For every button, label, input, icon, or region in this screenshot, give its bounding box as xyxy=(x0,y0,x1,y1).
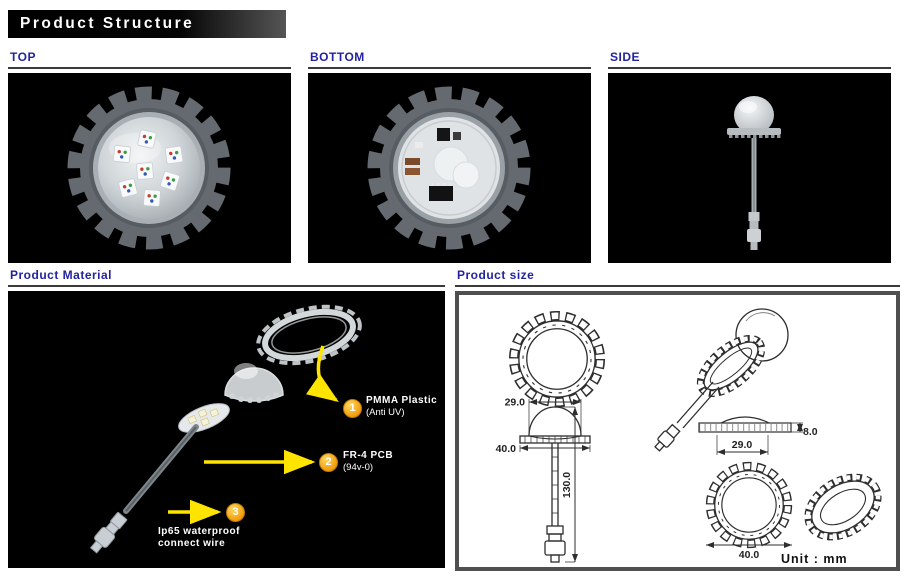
callout-number-1: 1 xyxy=(349,402,356,414)
module-front-drawing xyxy=(519,406,591,563)
part-wire-core xyxy=(125,426,197,512)
dimension-lines xyxy=(519,399,803,563)
top-view-render xyxy=(67,86,231,250)
material-panel: 1 2 3 PMMA Plastic (Anti UV) FR-4 PCB (9… xyxy=(8,291,445,568)
top-view-divider xyxy=(8,67,291,69)
gear-front-drawing-2 xyxy=(710,466,788,544)
dim-side-width: 29.0 xyxy=(732,439,753,451)
material-divider xyxy=(8,285,445,287)
dim-height: 130.0 xyxy=(561,472,573,498)
callout-number-3: 3 xyxy=(232,506,239,518)
callout-badge-3: 3 xyxy=(226,503,245,522)
side-view-section: SIDE xyxy=(608,50,891,263)
dimension-drawing: 29.0 40.0 130.0 8.0 29.0 40.0 Unit : mm xyxy=(496,308,882,567)
callout-1-line1: PMMA Plastic xyxy=(366,395,438,406)
callout-1-line2: (Anti UV) xyxy=(366,407,405,418)
page-title: Product Structure xyxy=(20,15,195,32)
side-view-render xyxy=(727,96,781,250)
material-section: Product Material xyxy=(8,268,445,568)
side-view-divider xyxy=(608,67,891,69)
flange-teeth xyxy=(729,135,781,138)
led-chips xyxy=(113,129,184,207)
bottom-view-divider xyxy=(308,67,591,69)
size-section: Product size xyxy=(455,268,900,571)
top-view-panel xyxy=(8,73,291,263)
dimension-labels: 29.0 40.0 130.0 8.0 29.0 40.0 Unit : mm xyxy=(496,397,848,567)
callout-number-2: 2 xyxy=(325,456,332,468)
callout-text-3: Ip65 waterproof connect wire xyxy=(158,526,240,550)
callout-2-line2: (94v-0) xyxy=(343,462,374,473)
callout-badge-2: 2 xyxy=(319,453,338,472)
part-pmma-dome xyxy=(224,363,284,403)
size-title: Product size xyxy=(457,268,535,282)
page-title-bar: Product Structure xyxy=(8,10,286,38)
exploded-view-render xyxy=(89,304,362,554)
gear-front-drawing xyxy=(514,316,600,402)
top-view-section: TOP xyxy=(8,50,291,263)
plate-side-drawing xyxy=(698,416,792,433)
callout-3-line1: Ip65 waterproof xyxy=(158,526,240,537)
part-connector xyxy=(89,511,128,554)
callout-arrow-1 xyxy=(305,345,339,402)
callout-3-line2: connect wire xyxy=(158,538,226,549)
ring-tilted-drawing xyxy=(804,473,882,541)
size-panel: 29.0 40.0 130.0 8.0 29.0 40.0 Unit : mm xyxy=(455,291,900,571)
module-side xyxy=(727,96,781,250)
size-divider xyxy=(455,285,900,287)
dim-dome-width: 29.0 xyxy=(505,397,526,409)
callout-2-line1: FR-4 PCB xyxy=(343,450,394,461)
callout-badge-1: 1 xyxy=(343,399,362,418)
bottom-view-render xyxy=(367,86,531,250)
bottom-view-section: BOTTOM xyxy=(308,50,591,263)
callout-text-2: FR-4 PCB (94v-0) xyxy=(343,450,393,474)
side-view-panel xyxy=(608,73,891,263)
material-title: Product Material xyxy=(10,268,113,282)
gear-top xyxy=(67,86,231,250)
ic-chip xyxy=(429,183,453,201)
gear-bottom xyxy=(367,86,531,250)
side-view-label: SIDE xyxy=(610,50,641,64)
bottom-view-label: BOTTOM xyxy=(310,50,365,64)
part-gear-ring xyxy=(256,304,362,366)
dim-gear-width: 40.0 xyxy=(739,549,760,561)
unit-label: Unit : mm xyxy=(781,552,848,566)
dim-base-width: 40.0 xyxy=(496,443,517,455)
part-pcb xyxy=(178,403,230,433)
dim-side-thickness: 8.0 xyxy=(803,426,818,438)
bottom-view-panel xyxy=(308,73,591,263)
callout-text-1: PMMA Plastic (Anti UV) xyxy=(366,395,437,419)
top-view-label: TOP xyxy=(10,50,36,64)
